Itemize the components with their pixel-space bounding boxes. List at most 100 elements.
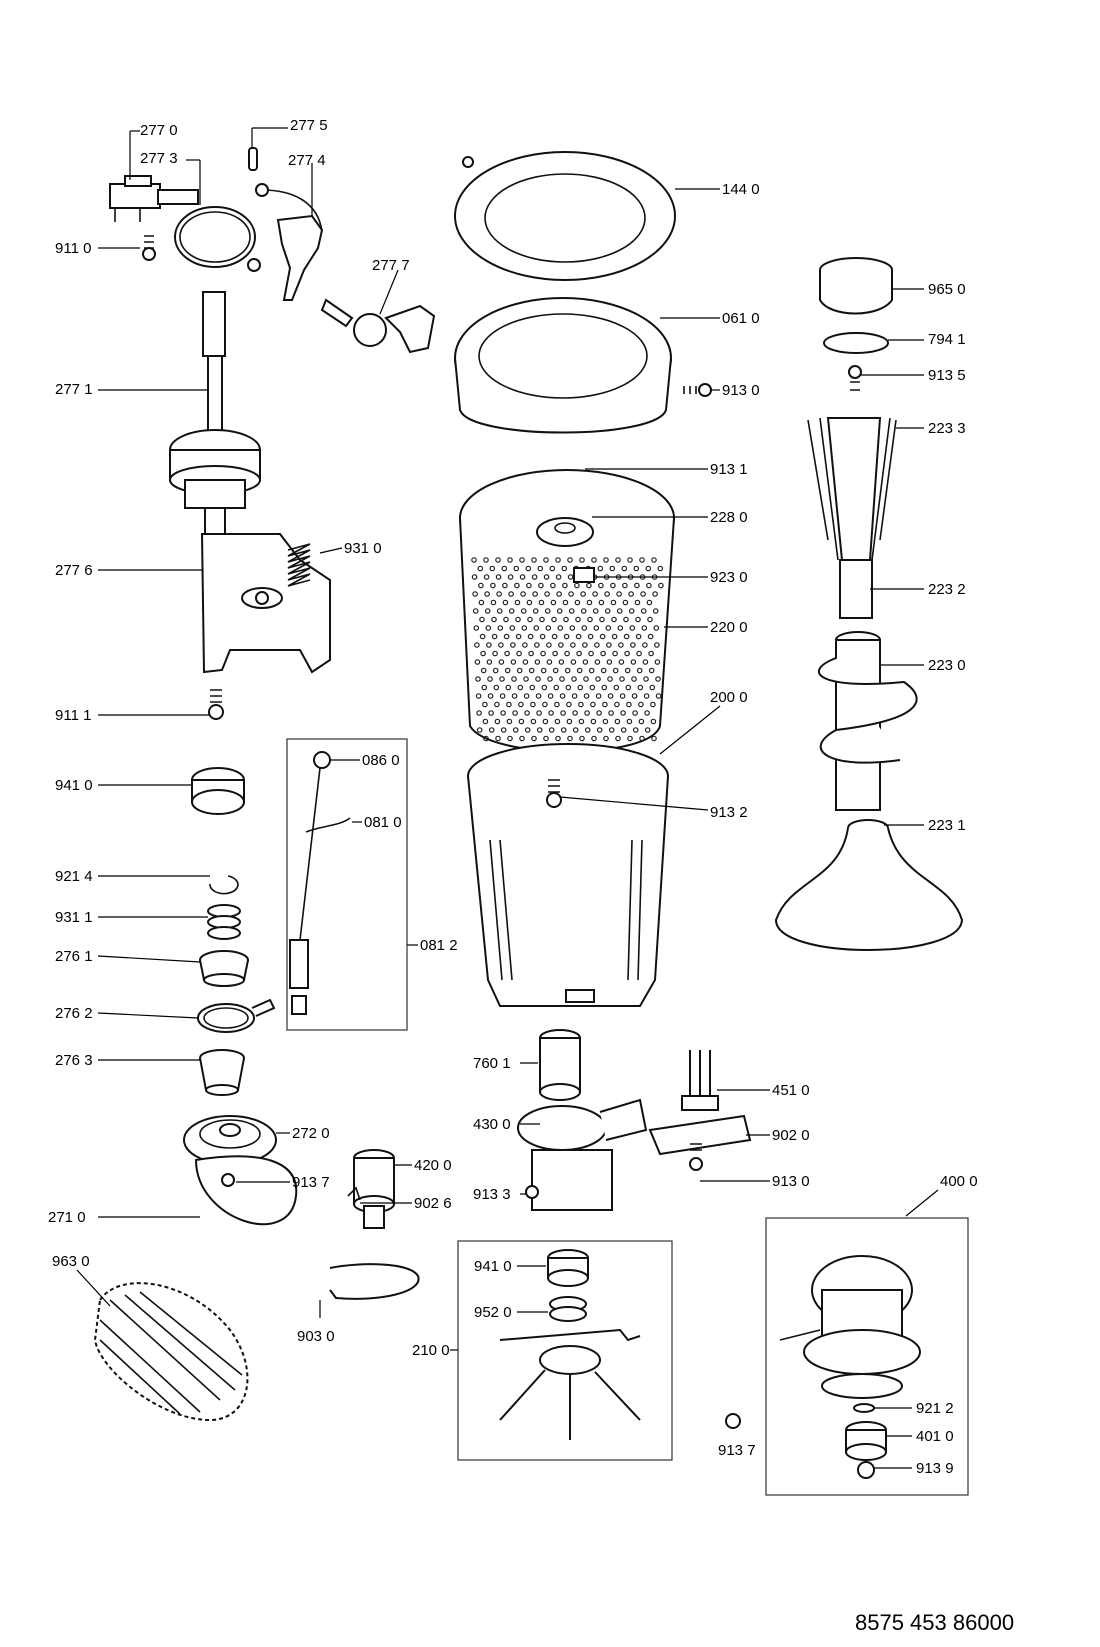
callout-9630: 963 0 xyxy=(52,1253,90,1270)
callout-2200: 220 0 xyxy=(710,619,748,636)
callout-2774: 277 4 xyxy=(288,152,326,169)
callout-4300: 430 0 xyxy=(473,1116,511,1133)
callout-9311: 931 1 xyxy=(55,909,93,926)
callout-0860: 086 0 xyxy=(362,752,400,769)
part-level-sensor xyxy=(289,751,351,1015)
callout-9137-right: 913 7 xyxy=(718,1442,756,1459)
part-cup xyxy=(199,950,249,987)
part-nut-9137-left xyxy=(221,1173,235,1187)
part-inner-drum xyxy=(459,469,675,753)
part-o-ring xyxy=(823,332,889,354)
callout-2773: 277 3 xyxy=(140,150,178,167)
callout-4010: 401 0 xyxy=(916,1428,954,1445)
part-shaft-seal xyxy=(549,1296,587,1322)
callout-9130-upper: 913 0 xyxy=(722,382,760,399)
callout-9131: 913 1 xyxy=(710,461,748,478)
callout-7601: 760 1 xyxy=(473,1055,511,1072)
leader-lines xyxy=(76,127,939,1469)
part-agitator-sleeve xyxy=(839,559,873,619)
part-cable-tie xyxy=(329,1263,420,1300)
callout-7941: 794 1 xyxy=(928,331,966,348)
callout-9132: 913 2 xyxy=(710,804,748,821)
part-screw-9132 xyxy=(546,779,562,808)
callout-labels: 277 0 277 5 277 3 277 4 911 0 277 7 144 … xyxy=(48,117,978,1477)
callout-9137-left: 913 7 xyxy=(292,1174,330,1191)
part-drain-pump xyxy=(517,1098,648,1211)
part-pulley xyxy=(183,1115,277,1165)
callout-2770: 277 0 xyxy=(140,122,178,139)
part-heater xyxy=(681,1050,719,1111)
motor-group-box xyxy=(765,1217,969,1496)
part-capacitor-clamp xyxy=(347,1186,361,1201)
part-washer-9212 xyxy=(853,1403,875,1413)
callout-9650: 965 0 xyxy=(928,281,966,298)
callout-2771: 277 1 xyxy=(55,381,93,398)
part-clamp-ring xyxy=(174,206,261,272)
callout-9520: 952 0 xyxy=(474,1304,512,1321)
part-bearing-9410-right xyxy=(547,1249,589,1287)
callout-2777: 277 7 xyxy=(372,257,410,274)
callout-2233: 223 3 xyxy=(928,420,966,437)
part-top-ring xyxy=(454,151,676,281)
part-screw-9133 xyxy=(525,1185,539,1199)
callout-2762: 276 2 xyxy=(55,1005,93,1022)
part-coupling xyxy=(199,1049,245,1096)
part-circlip xyxy=(209,875,239,895)
callout-2761: 276 1 xyxy=(55,948,93,965)
callout-9111: 911 1 xyxy=(55,707,91,724)
part-shaft-assembly xyxy=(169,291,261,537)
callout-9310: 931 0 xyxy=(344,540,382,557)
part-pulley-4010 xyxy=(845,1421,887,1461)
drum-perforations xyxy=(471,557,664,742)
callout-0610: 061 0 xyxy=(722,310,760,327)
part-nut-9137-right xyxy=(725,1413,741,1429)
part-motor xyxy=(779,1255,921,1399)
level-sensor-group-box xyxy=(286,738,408,1031)
callout-2776: 277 6 xyxy=(55,562,93,579)
part-clip xyxy=(320,298,436,354)
callout-9230: 923 0 xyxy=(710,569,748,586)
part-screw-9111 xyxy=(208,689,224,720)
part-drum-spider xyxy=(499,1328,641,1440)
part-agitator-auger xyxy=(817,631,918,811)
callout-9020: 902 0 xyxy=(772,1127,810,1144)
callout-2763: 276 3 xyxy=(55,1052,93,1069)
part-nut-9139 xyxy=(857,1461,875,1479)
callout-2230: 223 0 xyxy=(928,657,966,674)
callout-9139: 913 9 xyxy=(916,1460,954,1477)
callout-0810: 081 0 xyxy=(364,814,402,831)
part-drain-filter xyxy=(539,1029,581,1101)
callout-2280: 228 0 xyxy=(710,509,748,526)
part-seal-ring xyxy=(197,998,276,1033)
callout-2720: 272 0 xyxy=(292,1125,330,1142)
part-spring-9311 xyxy=(207,904,241,940)
callout-4510: 451 0 xyxy=(772,1082,810,1099)
callout-9026: 902 6 xyxy=(414,1195,452,1212)
callout-9030: 903 0 xyxy=(297,1328,335,1345)
part-balance-ring xyxy=(454,297,672,434)
callout-9133: 913 3 xyxy=(473,1186,511,1203)
part-heater-bracket xyxy=(648,1114,752,1156)
callout-9212: 921 2 xyxy=(916,1400,954,1417)
callout-4200: 420 0 xyxy=(414,1157,452,1174)
part-agitator-top xyxy=(807,417,897,561)
callout-2000: 200 0 xyxy=(710,689,748,706)
part-drum-hub xyxy=(536,517,594,547)
document-code: 8575 453 86000 xyxy=(855,1610,1014,1635)
part-drive-belt xyxy=(194,1155,298,1225)
callout-2775: 277 5 xyxy=(290,117,328,134)
callout-9135: 913 5 xyxy=(928,367,966,384)
part-switch-bracket xyxy=(109,175,199,222)
part-wiring-harness xyxy=(93,1282,249,1422)
callout-9410-left: 941 0 xyxy=(55,777,93,794)
part-screw-9110 xyxy=(142,235,156,261)
callout-2231: 223 1 xyxy=(928,817,966,834)
part-bearing-9410-left xyxy=(191,767,245,815)
callout-0812: 081 2 xyxy=(420,937,458,954)
part-spring-9310 xyxy=(287,543,311,587)
part-lever-with-cable xyxy=(255,183,324,301)
callout-2232: 223 2 xyxy=(928,581,966,598)
callout-9110: 911 0 xyxy=(55,240,91,257)
